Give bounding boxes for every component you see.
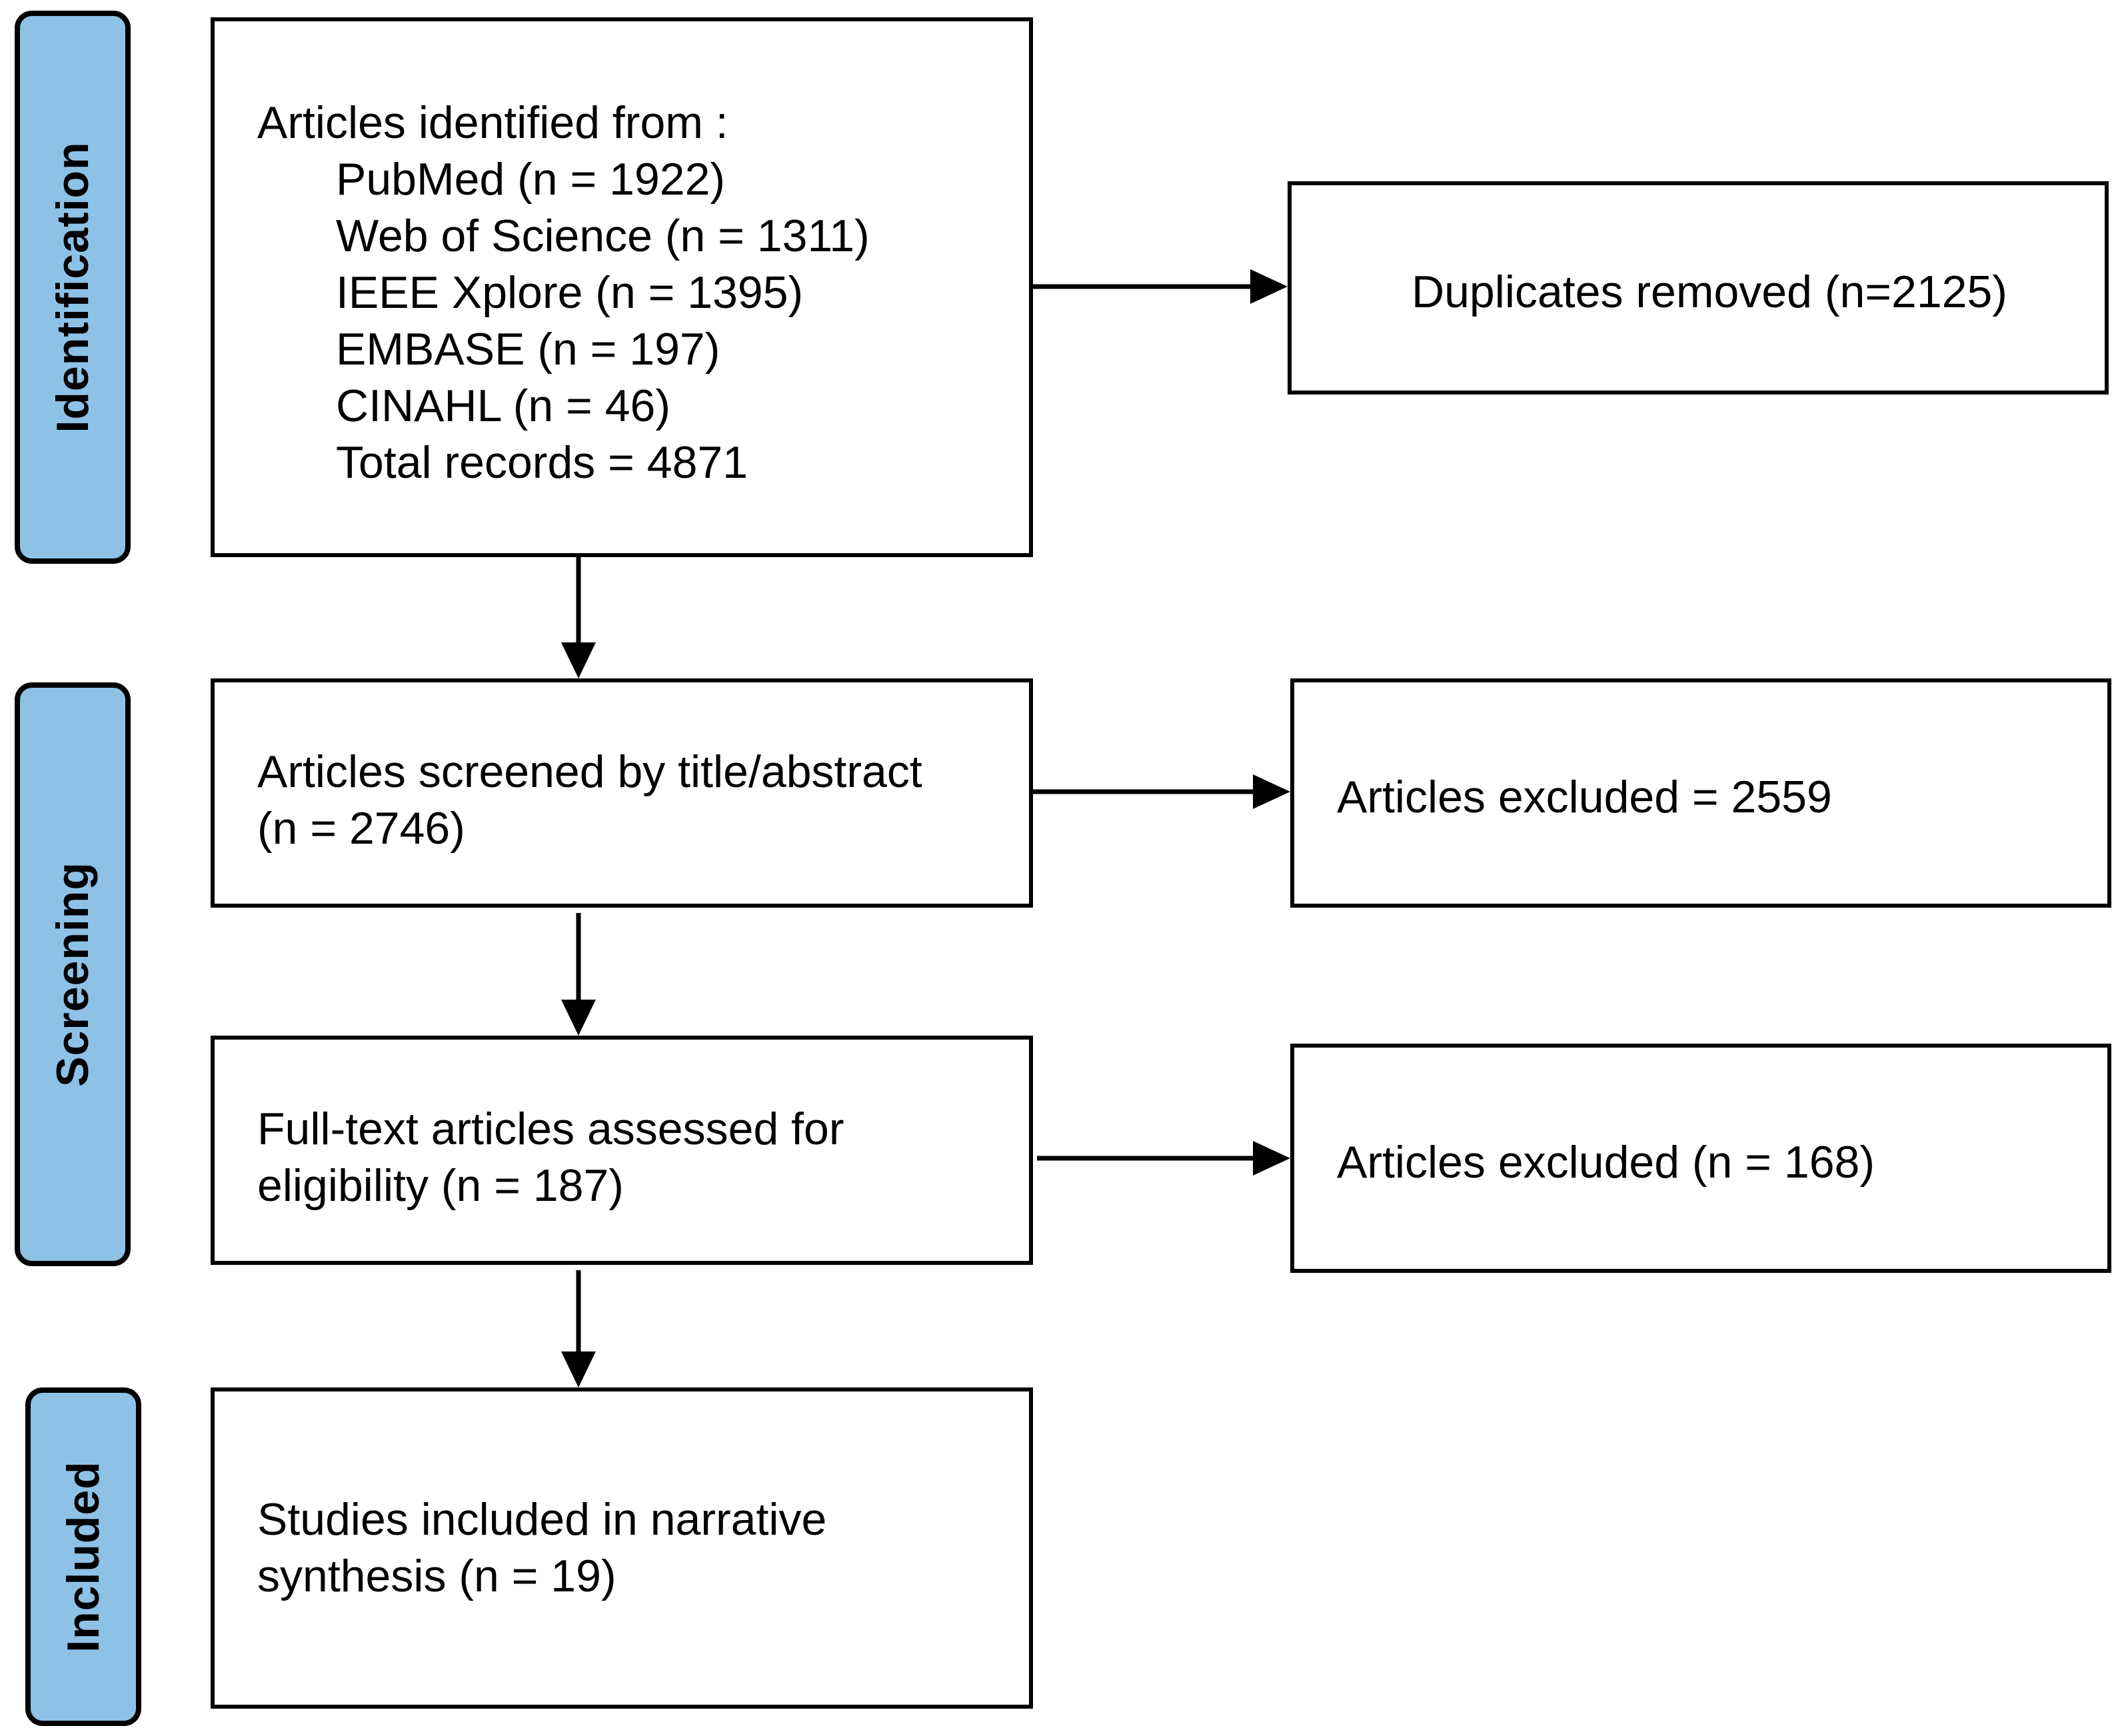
phase-identification: Identification bbox=[15, 11, 131, 564]
screened-box: Articles screened by title/abstract (n =… bbox=[211, 678, 1033, 908]
fulltext-assessed-box: Full-text articles assessed for eligibil… bbox=[211, 1036, 1033, 1265]
source-pubmed: PubMed (n = 1922) bbox=[336, 154, 726, 205]
arrowhead-right-1 bbox=[1250, 269, 1288, 304]
screened-line-1: Articles screened by title/abstract bbox=[257, 746, 922, 797]
arrowhead-down-2 bbox=[561, 1000, 596, 1036]
source-cinahl: CINAHL (n = 46) bbox=[336, 381, 670, 431]
identified-records-box: Articles identified from : PubMed (n = 1… bbox=[211, 17, 1033, 557]
included-studies-box: Studies included in narrative synthesis … bbox=[211, 1387, 1033, 1709]
source-embase: EMBASE (n = 197) bbox=[336, 324, 720, 375]
phase-screening: Screening bbox=[15, 682, 131, 1266]
arrowhead-down-3 bbox=[561, 1351, 596, 1387]
fulltext-line-2: eligibility (n = 187) bbox=[257, 1160, 624, 1211]
source-web-of-science: Web of Science (n = 1311) bbox=[336, 211, 870, 261]
screened-line-2: (n = 2746) bbox=[257, 803, 465, 854]
arrowhead-right-3 bbox=[1253, 1141, 1290, 1176]
excluded-screening-box: Articles excluded = 2559 bbox=[1290, 678, 2111, 908]
identified-heading: Articles identified from : bbox=[257, 97, 728, 148]
arrowhead-right-2 bbox=[1253, 774, 1290, 809]
included-line-1: Studies included in narrative bbox=[257, 1494, 827, 1545]
duplicates-removed-text: Duplicates removed (n=2125) bbox=[1412, 267, 2007, 317]
duplicates-removed-box: Duplicates removed (n=2125) bbox=[1288, 181, 2109, 395]
excluded-screening-text: Articles excluded = 2559 bbox=[1337, 772, 1832, 822]
arrowhead-down-1 bbox=[561, 642, 596, 678]
excluded-fulltext-box: Articles excluded (n = 168) bbox=[1290, 1044, 2111, 1273]
source-ieee-xplore: IEEE Xplore (n = 1395) bbox=[336, 267, 804, 318]
excluded-fulltext-text: Articles excluded (n = 168) bbox=[1337, 1137, 1875, 1188]
fulltext-line-1: Full-text articles assessed for bbox=[257, 1104, 844, 1154]
phase-included: Included bbox=[25, 1387, 141, 1726]
total-records: Total records = 4871 bbox=[336, 437, 748, 488]
included-line-2: synthesis (n = 19) bbox=[257, 1551, 616, 1601]
